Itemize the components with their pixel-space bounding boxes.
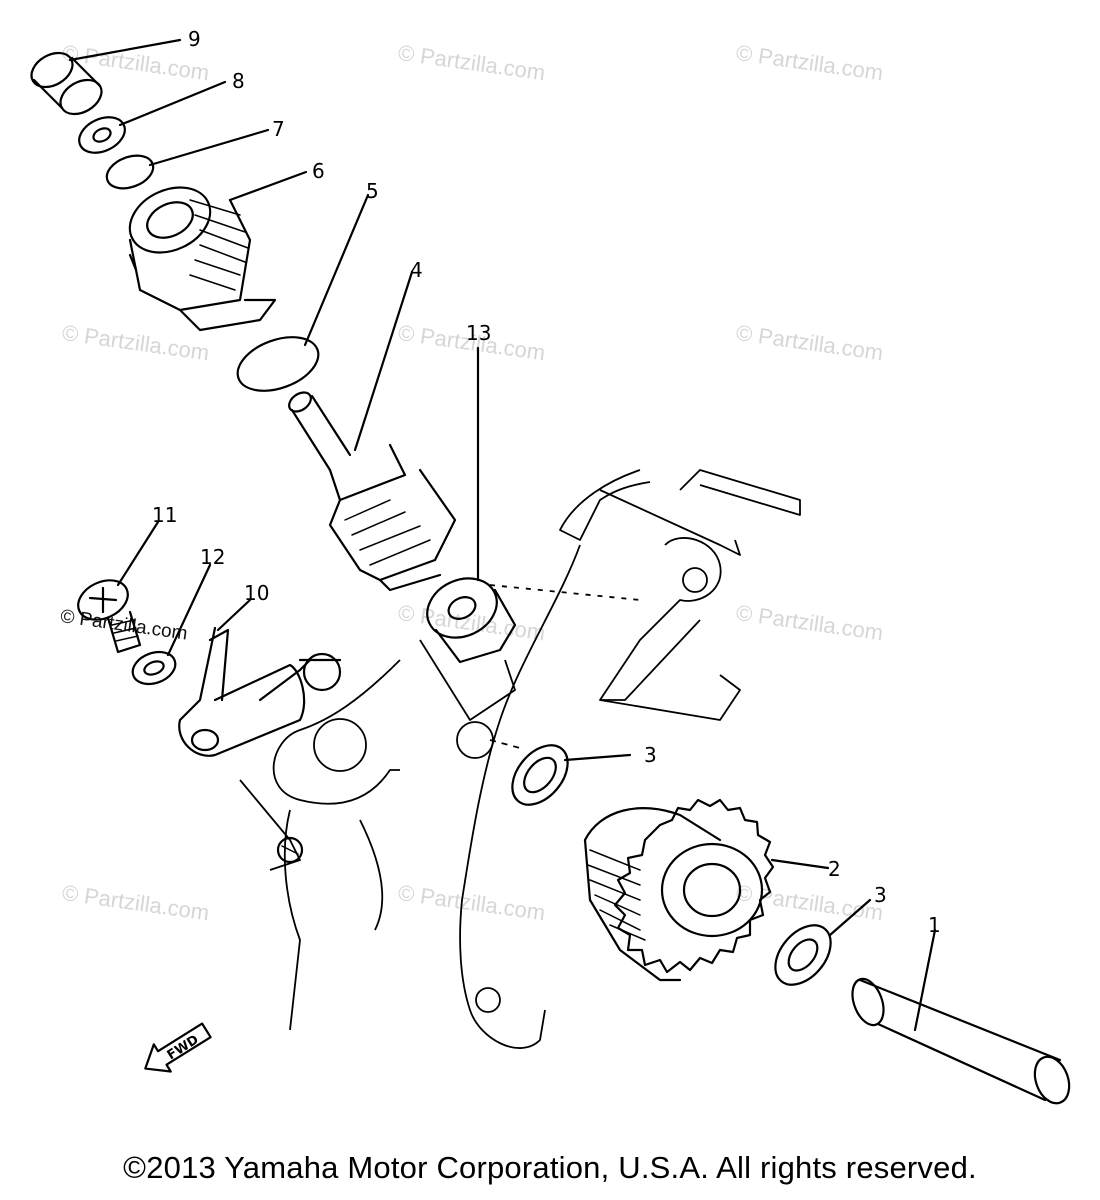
label-12: 12: [200, 545, 225, 569]
label-1: 1: [928, 913, 941, 937]
leader-lines: [68, 38, 937, 1032]
part-10-stopper-plate: [178, 626, 342, 757]
label-13: 13: [466, 321, 491, 345]
copyright-footer: ©2013 Yamaha Motor Corporation, U.S.A. A…: [123, 1150, 977, 1185]
label-3b: 3: [874, 883, 887, 907]
callout-numbers: 9 8 7 6 5 4 13 11 12 10 3 2 3 1: [152, 27, 941, 937]
part-1-shaft: [851, 977, 1071, 1105]
label-3a: 3: [644, 743, 657, 767]
label-6: 6: [312, 159, 325, 183]
label-9: 9: [188, 27, 201, 51]
part-3-washer-upper: [511, 744, 569, 806]
part-7-o-ring: [105, 154, 155, 190]
part-11-screw: [77, 579, 142, 654]
part-3-washer-lower: [774, 924, 832, 986]
part-8-washer: [78, 116, 126, 154]
label-4: 4: [410, 258, 423, 282]
part-2-drive-gear: [583, 798, 775, 982]
bolt-head: [276, 836, 304, 864]
label-2: 2: [828, 857, 841, 881]
part-9-bushing: [30, 51, 103, 116]
fwd-arrow: FWD: [144, 1022, 212, 1073]
label-11: 11: [152, 503, 177, 527]
label-8: 8: [232, 69, 245, 93]
part-5-o-ring: [236, 336, 320, 392]
label-5: 5: [366, 179, 379, 203]
part-13-bushing: [426, 577, 517, 664]
part-12-lock-washer: [131, 650, 177, 686]
crankcase-outline: [239, 469, 801, 1049]
fwd-label: FWD: [165, 1032, 202, 1063]
part-4-driven-gear: [288, 391, 457, 592]
label-10: 10: [244, 581, 269, 605]
label-7: 7: [272, 117, 285, 141]
part-6-sleeve: [128, 186, 277, 332]
